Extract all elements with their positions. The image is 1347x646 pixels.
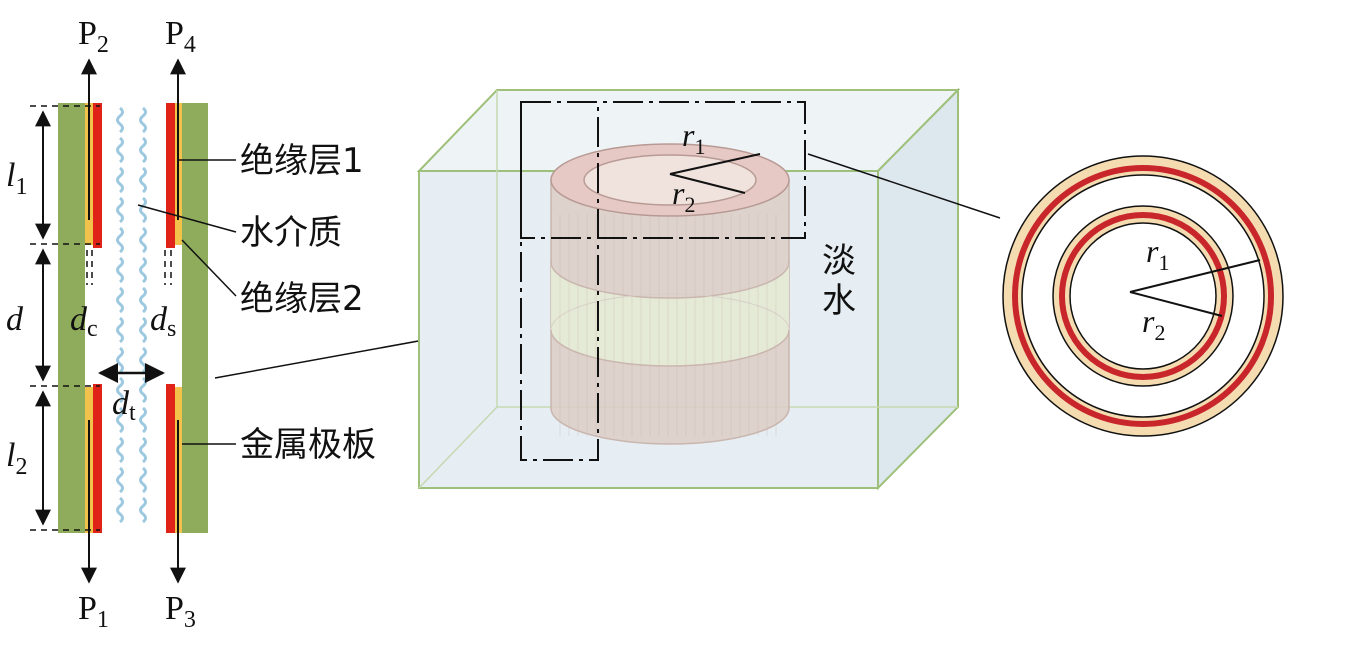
dim-ds-label: ds xyxy=(150,301,176,342)
cross-section: P2 P4 P1 P3 l1 d l2 dc ds dt 绝缘层1 水介质 绝缘… xyxy=(6,15,376,633)
label-leaders xyxy=(137,159,237,445)
water-wave xyxy=(139,106,147,134)
insulation-red-right-lower xyxy=(166,384,175,533)
water-wave xyxy=(139,376,147,404)
water-wave xyxy=(139,346,147,374)
metal-plate-left-gap xyxy=(58,245,85,387)
cylinder-band-edge-top xyxy=(550,261,790,299)
insulation-red-left-lower xyxy=(93,384,102,533)
inner-ring-red xyxy=(1059,212,1227,380)
port-p1-label: P1 xyxy=(78,590,109,633)
insulation-red-left-upper xyxy=(93,103,102,248)
water-wave xyxy=(139,496,147,524)
port-p3-label: P3 xyxy=(165,590,196,633)
cylinder-gap-band xyxy=(551,262,789,366)
water-wave xyxy=(116,196,124,224)
radius-r2-line-top xyxy=(1129,291,1223,317)
water-waves xyxy=(116,106,147,524)
cylinder-band-back-edge xyxy=(550,293,790,331)
dim-dc-label: dc xyxy=(70,301,98,342)
water-wave xyxy=(139,466,147,494)
metal-plate-right-full xyxy=(182,103,208,533)
connector-3d-to-topview xyxy=(807,153,1001,219)
radius-r2-label-top: r2 xyxy=(1142,303,1165,345)
water-wave xyxy=(139,166,147,194)
dimension-guides xyxy=(30,105,172,531)
water-wave xyxy=(116,256,124,284)
metal-plate-left-lower xyxy=(58,387,85,533)
water-wave xyxy=(116,406,124,434)
top-view-rings: r1 r2 xyxy=(1002,155,1284,437)
dim-d-label: d xyxy=(6,301,24,338)
port-p4-label: P4 xyxy=(165,15,196,58)
water-wave xyxy=(116,466,124,494)
port-p2-label: P2 xyxy=(78,15,109,58)
dim-l1-label: l1 xyxy=(6,157,27,200)
water-wave xyxy=(116,436,124,464)
radius-r1-label-top: r1 xyxy=(1146,233,1169,275)
radius-r2-line-3d xyxy=(669,173,746,194)
3d-box-view: r1 r2 淡 水 xyxy=(416,87,961,491)
dim-l2-label: l2 xyxy=(6,437,27,480)
outer-ring-red xyxy=(1012,165,1274,427)
water-wave xyxy=(139,226,147,254)
water-wave xyxy=(139,256,147,284)
water-wave xyxy=(139,406,147,434)
label-water-medium: 水介质 xyxy=(240,213,342,253)
cylinder-texture xyxy=(559,214,777,436)
metal-plate-left-upper xyxy=(58,103,85,245)
label-metal-plate: 金属极板 xyxy=(240,425,376,465)
dim-dt-label: dt xyxy=(112,385,136,426)
water-wave xyxy=(116,346,124,374)
water-wave xyxy=(116,136,124,164)
water-wave xyxy=(116,106,124,134)
label-fresh-water-2: 水 xyxy=(822,281,856,321)
radius-r1-line-top xyxy=(1129,259,1261,293)
water-wave xyxy=(139,196,147,224)
water-wave xyxy=(116,496,124,524)
radius-r2-label-3d: r2 xyxy=(672,175,695,217)
water-wave xyxy=(116,316,124,344)
water-wave xyxy=(116,226,124,254)
cylinder-band-edge-bottom xyxy=(550,329,790,367)
label-fresh-water-1: 淡 xyxy=(822,241,856,281)
water-wave xyxy=(139,436,147,464)
water-wave xyxy=(139,316,147,344)
label-insulation-2: 绝缘层2 xyxy=(240,279,364,319)
section-outlines xyxy=(520,101,806,461)
box-hidden-edge-d xyxy=(418,406,498,489)
cylinder-top-inner xyxy=(583,154,757,206)
label-insulation-1: 绝缘层1 xyxy=(240,141,364,181)
water-wave xyxy=(116,286,124,314)
insulation-red-right-upper xyxy=(166,103,175,248)
radius-r1-label-3d: r1 xyxy=(682,117,705,159)
water-wave xyxy=(139,286,147,314)
water-wave xyxy=(116,166,124,194)
radius-r1-line-3d xyxy=(669,153,761,175)
water-wave xyxy=(139,136,147,164)
